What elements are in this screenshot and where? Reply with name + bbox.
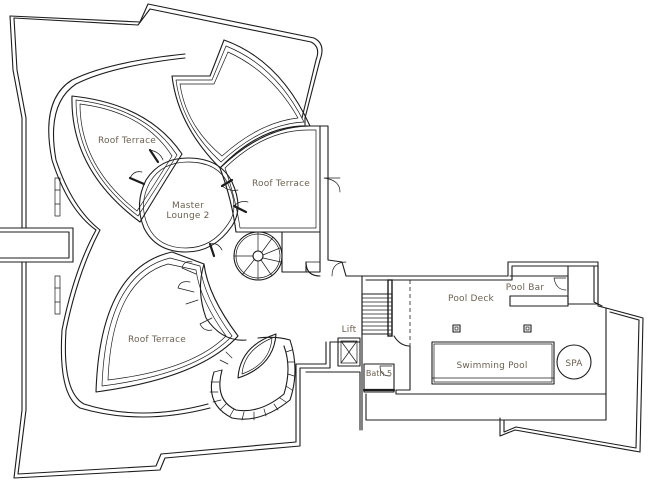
petal-bottom: [95, 251, 239, 393]
petal-right: [219, 125, 341, 261]
lift-shaft: [337, 337, 361, 367]
curved-stair: [209, 333, 296, 421]
spa-pool: [556, 344, 592, 380]
columns: [452, 324, 532, 333]
label-spa: SPA: [565, 359, 583, 369]
label-roof-terrace-top-left: Roof Terrace: [98, 136, 156, 146]
spiral-stair: [233, 231, 321, 281]
lower-lounge: [177, 261, 247, 341]
pool-deck-zone: [361, 261, 607, 421]
petal-top: [171, 39, 311, 169]
label-pool-bar: Pool Bar: [506, 283, 545, 293]
left-bridge: [0, 177, 74, 315]
east-corridor: [299, 259, 363, 431]
pool-bar: [509, 265, 599, 307]
label-lift: Lift: [342, 325, 357, 335]
bath-room: [362, 363, 396, 393]
label-roof-terrace-bottom: Roof Terrace: [128, 335, 186, 345]
label-bath: Bath 5: [366, 369, 392, 378]
outer-boundary: [9, 3, 644, 479]
straight-stair: [361, 279, 411, 374]
swimming-pool: [431, 341, 555, 385]
terrace-ring: [48, 53, 211, 418]
label-master-lounge-line2: Lounge 2: [166, 211, 209, 221]
petal-top-left: [71, 95, 183, 223]
master-lounge-room: [128, 148, 249, 258]
label-pool-deck: Pool Deck: [448, 294, 494, 304]
label-master-lounge-line1: Master: [172, 201, 204, 211]
label-roof-terrace-right: Roof Terrace: [252, 179, 310, 189]
label-swimming-pool: Swimming Pool: [456, 361, 527, 371]
